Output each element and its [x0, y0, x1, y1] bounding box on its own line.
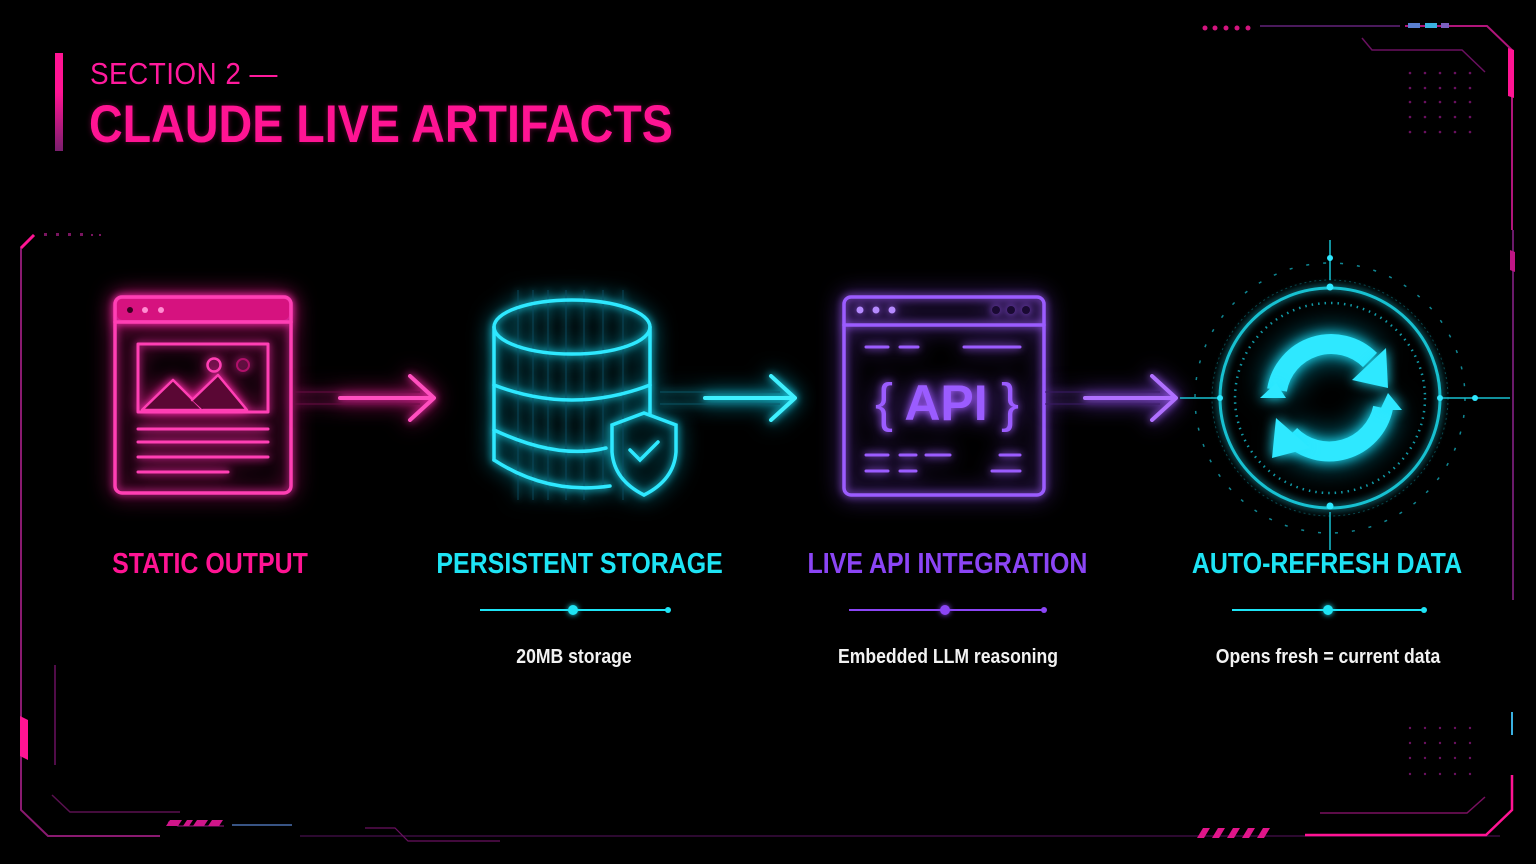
section-kicker: SECTION 2 — — [90, 56, 278, 91]
svg-text:}: } — [1001, 373, 1019, 433]
step-label-static-output: STATIC OUTPUT — [112, 548, 308, 580]
browser-window-image-icon — [113, 295, 293, 495]
step-divider-refresh — [1232, 604, 1427, 616]
title-accent-bar — [55, 53, 63, 151]
step-desc-live-api-integration: Embedded LLM reasoning — [837, 646, 1059, 668]
step-divider-storage — [480, 604, 671, 616]
hud-corner-left — [19, 233, 1500, 842]
arrow-right-icon — [295, 374, 436, 422]
svg-text:{: { — [875, 373, 893, 433]
step-divider-api — [849, 604, 1047, 616]
step-label-persistent-storage: PERSISTENT STORAGE — [436, 548, 723, 580]
page-title: CLAUDE LIVE ARTIFACTS — [89, 95, 673, 154]
svg-text:API: API — [904, 375, 987, 431]
step-desc-persistent-storage: 20MB storage — [516, 646, 632, 668]
step-desc-auto-refresh-data: Opens fresh = current data — [1215, 646, 1441, 668]
hud-corner-top-right — [1202, 23, 1515, 600]
arrow-right-icon — [660, 374, 797, 422]
refresh-target-icon — [1180, 240, 1510, 550]
api-window-icon: { API } — [842, 295, 1046, 497]
database-shield-icon — [492, 290, 678, 500]
hud-corner-bottom-right — [1197, 712, 1514, 838]
step-label-auto-refresh-data: AUTO-REFRESH DATA — [1191, 548, 1463, 580]
step-label-live-api-integration: LIVE API INTEGRATION — [807, 548, 1088, 580]
arrow-right-icon — [1045, 374, 1178, 422]
